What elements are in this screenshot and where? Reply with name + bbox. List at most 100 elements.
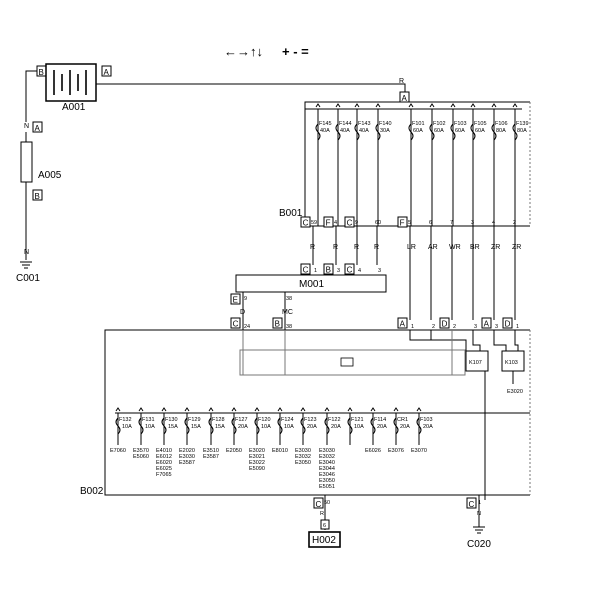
top-fuse-id: F144 xyxy=(339,121,352,127)
b002-in-pin: 3 xyxy=(495,324,498,330)
bottom-fuse-ref: E4010 xyxy=(156,448,172,454)
arrow-up-icon xyxy=(393,407,399,412)
m001-in-conn-box xyxy=(300,263,311,275)
top-fuse-rating: 40A xyxy=(340,128,350,134)
bottom-fuse-rating: 10A xyxy=(284,424,294,430)
bottom-fuse-id: F129 xyxy=(188,417,201,423)
b001-out-wire-code: R xyxy=(374,244,379,251)
relay-k107: K107 xyxy=(465,350,489,372)
bottom-fuse-ref: E2050 xyxy=(226,448,242,454)
fuse-symbol-icon xyxy=(324,417,330,435)
m001-out-wire-code: MC xyxy=(282,309,293,316)
top-fuse-rating: 30A xyxy=(380,128,390,134)
arrow-up-icon xyxy=(161,407,167,412)
battery-a001: B A A001 xyxy=(36,63,112,113)
arrow-up-icon xyxy=(300,407,306,412)
bottom-fuse-id: F123 xyxy=(304,417,317,423)
bottom-fuse-rating: 10A xyxy=(145,424,155,430)
bottom-fuse-ref: E3030 xyxy=(319,448,335,454)
bottom-fuse-id: F114 xyxy=(374,417,386,423)
arrow-up-icon xyxy=(315,103,321,108)
arrow-up-icon xyxy=(354,103,360,108)
b002-in-conn-label: C xyxy=(233,320,239,329)
m001-out-conn-label: E xyxy=(233,296,238,305)
b002-in-pin: 24 xyxy=(244,324,250,330)
b001-out-wire-code: R xyxy=(354,244,359,251)
b001-out-wire-code: AR xyxy=(428,244,438,251)
arrow-up-icon xyxy=(375,103,381,108)
m001-in-conn-label: B xyxy=(326,266,331,275)
b001-out-pin: 7 xyxy=(450,220,453,226)
bottom-fuse-ref: E3510 xyxy=(203,448,219,454)
top-fuse-id: F139 xyxy=(516,121,529,127)
bottom-fuse-ref: E6026 xyxy=(365,448,381,454)
battery-cells-icon xyxy=(53,70,87,95)
bottom-fuse-id: F132 xyxy=(119,417,132,423)
fuse-symbol-icon xyxy=(184,417,190,435)
b002-link-wire xyxy=(472,330,481,351)
arrow-up-icon xyxy=(324,407,330,412)
b002-in-conn-box xyxy=(397,317,408,329)
ground-c001: N C001 xyxy=(16,249,40,284)
h002-pin: 50 xyxy=(324,500,330,506)
fuse-symbol-icon xyxy=(138,417,144,435)
b002-in-pin: 2 xyxy=(432,324,435,330)
m001-in-pin: 1 xyxy=(314,268,317,274)
top-fuse-rating: 40A xyxy=(320,128,330,134)
arrow-up-icon xyxy=(491,103,497,108)
bottom-fuse-ref: E3022 xyxy=(249,460,265,466)
bottom-fuse-rating: 15A xyxy=(168,424,178,430)
battery-right-pin: A xyxy=(104,68,110,77)
fuse-symbol-icon xyxy=(254,417,260,435)
b001-out-wire-code: R xyxy=(333,244,338,251)
module-m001: M001 xyxy=(235,274,387,293)
m001-in-pin: 4 xyxy=(358,268,361,274)
b002-in-pin: 1 xyxy=(516,324,519,330)
bottom-fuse-ref: E5090 xyxy=(249,466,265,472)
fuse-symbol-icon xyxy=(450,123,456,141)
b002-in-pin: 38 xyxy=(286,324,292,330)
bottom-fuse-id: F127 xyxy=(235,417,248,423)
top-fuse-id: F145 xyxy=(319,121,332,127)
b001-out-wire-code: BR xyxy=(470,244,480,251)
bottom-fuse-rating: 15A xyxy=(215,424,225,430)
bottom-fuse-rating: 10A xyxy=(122,424,132,430)
legend-arrows: ←→↑↓ xyxy=(224,44,263,59)
h002-name: H002 xyxy=(312,535,336,546)
bottom-fuse-id: F128 xyxy=(212,417,225,423)
arrow-up-icon xyxy=(512,103,518,108)
b002-link-wire xyxy=(409,330,467,351)
bottom-fuse-id: CR1 xyxy=(397,417,408,423)
b001-out-conn-label: F xyxy=(326,219,331,228)
b001-name: B001 xyxy=(279,208,303,219)
bottom-fuse-ref: E3050 xyxy=(319,478,335,484)
arrow-up-icon xyxy=(208,407,214,412)
connector-h002: C 50 R 6 H002 xyxy=(308,495,341,548)
bottom-fuse-ref: F7065 xyxy=(156,472,172,478)
c001-wire: N xyxy=(24,249,29,256)
b002-link-wire xyxy=(493,330,507,351)
b001-out-conn-box xyxy=(397,216,408,228)
bottom-fuse-id: F103 xyxy=(420,417,433,423)
top-fuse-rating: 60A xyxy=(434,128,444,134)
bottom-fuse-ref: E6012 xyxy=(156,454,172,460)
m001-in-conn-label: C xyxy=(303,266,309,275)
a005-top-wire: N xyxy=(24,123,29,130)
m001-name: M001 xyxy=(299,279,324,290)
fuse-symbol-icon xyxy=(393,417,399,435)
b001-out-pin: 5 xyxy=(408,220,411,226)
